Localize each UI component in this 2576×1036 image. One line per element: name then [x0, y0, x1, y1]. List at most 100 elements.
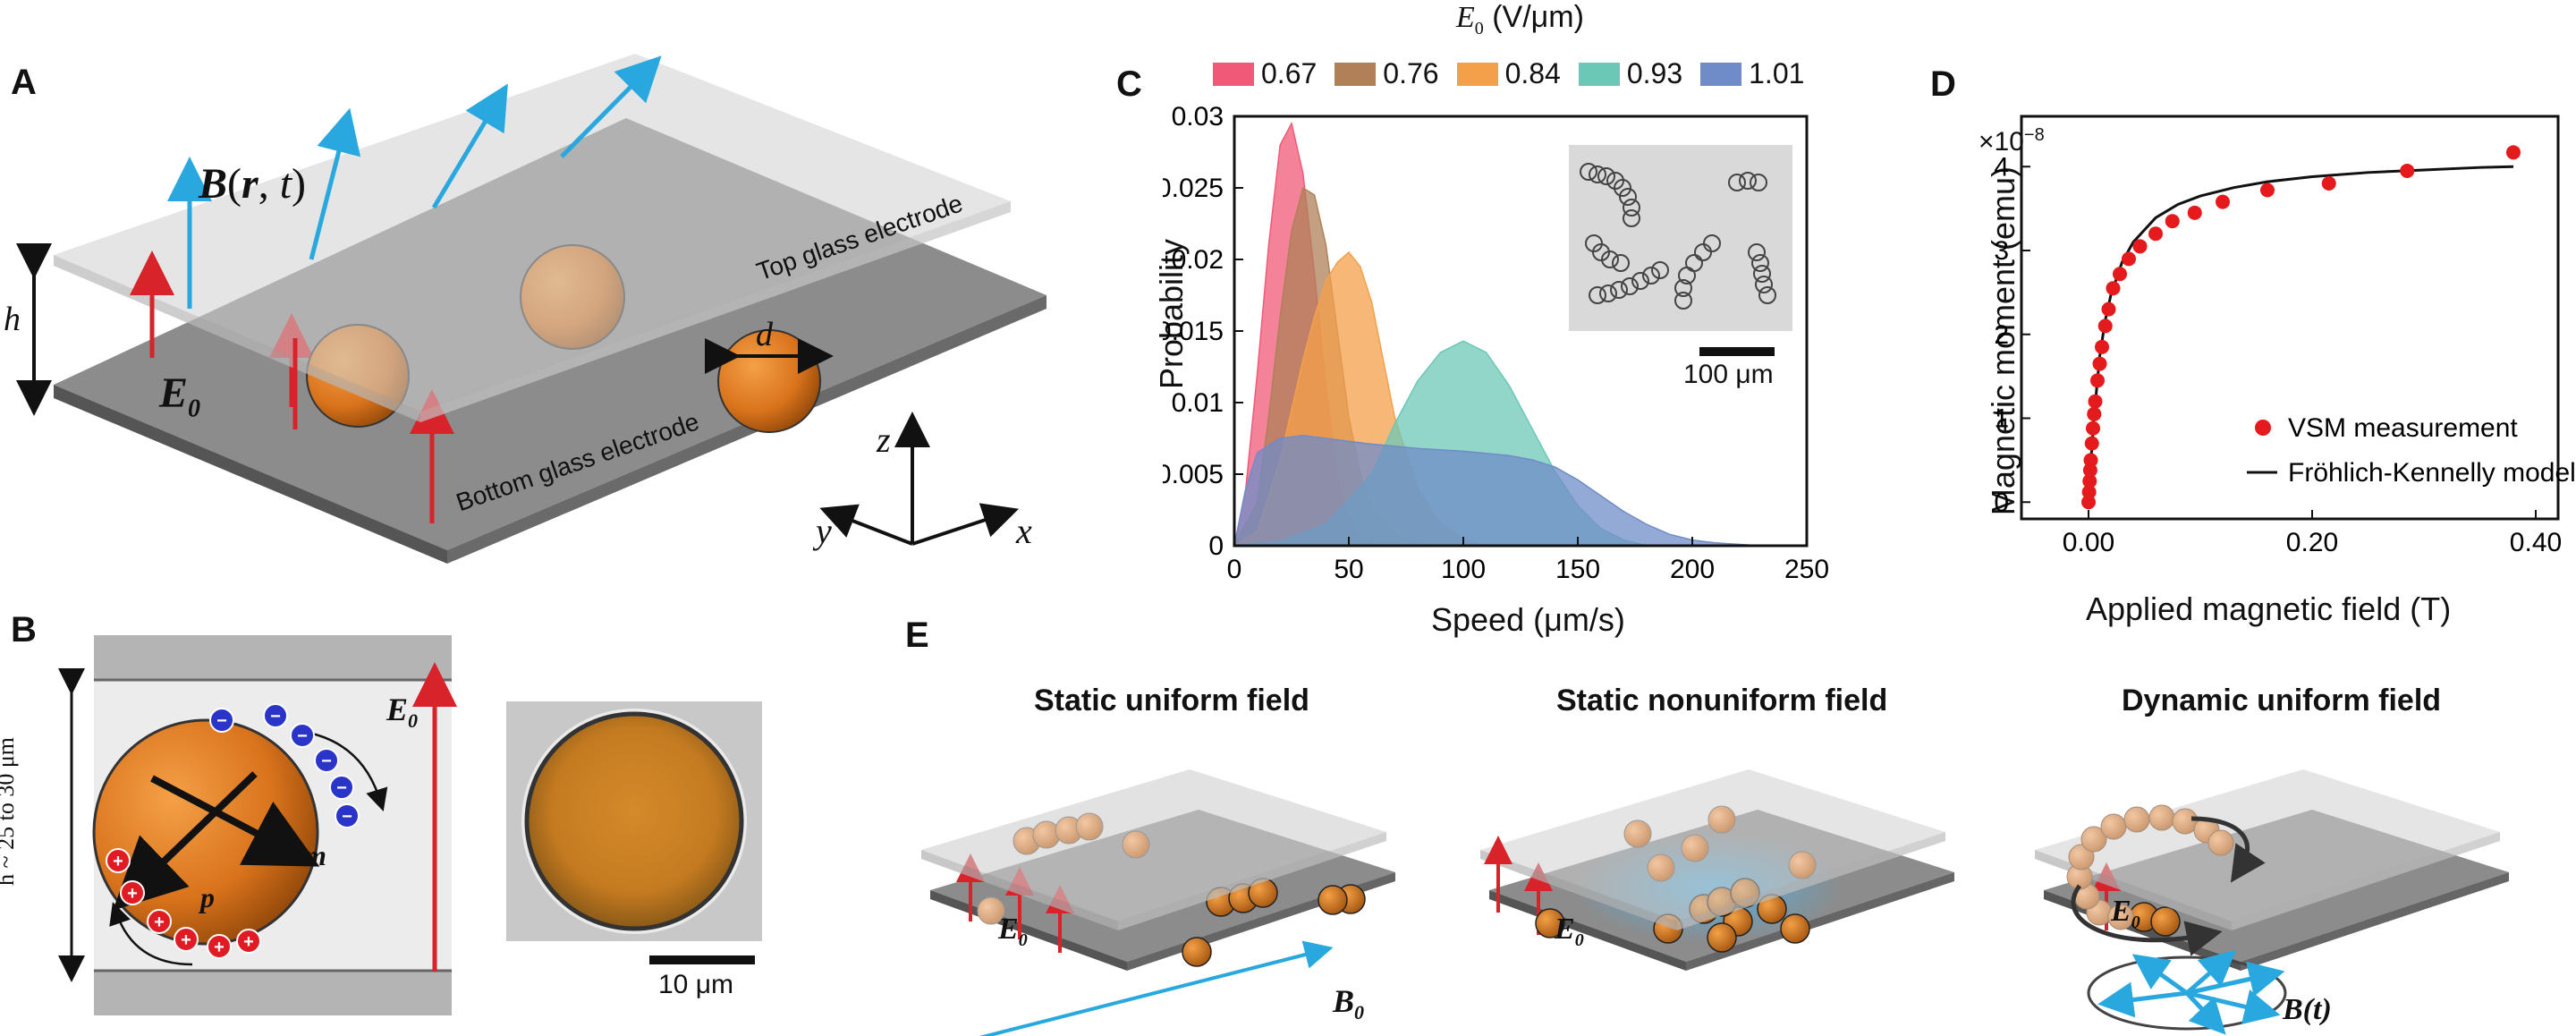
y-tick-label: 0.025	[1163, 174, 1224, 203]
e0-label-b: E0	[386, 692, 419, 733]
svg-text:−: −	[216, 711, 227, 731]
legend-label: 1.01	[1749, 57, 1805, 89]
legend-item-3: 0.93	[1578, 57, 1683, 90]
data-point	[2084, 436, 2099, 451]
plot-frame	[2020, 115, 2560, 521]
top-electrode	[54, 54, 1011, 412]
e0-label-a: E0	[159, 369, 201, 423]
panel-b-diagram: −−− −−− +++ +++	[58, 635, 457, 1015]
multiplier-d: ×10−8	[1979, 125, 2045, 157]
inset-scalebar-label: 100 μm	[1683, 360, 1774, 389]
panel-letter-e: E	[905, 616, 929, 655]
y-tick-label: 0.005	[1163, 460, 1224, 489]
y-tick-label: 3	[1994, 236, 2009, 266]
legend-item-2: 0.84	[1456, 57, 1561, 90]
data-point	[2113, 267, 2127, 282]
scalebar-label-b: 10 μm	[658, 970, 733, 999]
particle-micrograph	[506, 701, 762, 941]
data-point	[2082, 473, 2097, 488]
x-tick-label: 200	[1670, 555, 1715, 584]
panel-a-diagram	[16, 54, 1046, 564]
data-point	[2132, 239, 2148, 254]
svg-text:+: +	[214, 938, 225, 957]
svg-text:+: +	[113, 852, 123, 871]
axis-y-label: y	[816, 511, 832, 551]
b0-label: B0	[1333, 983, 1365, 1024]
scalebar-b	[649, 955, 755, 964]
m-label: m	[304, 839, 326, 871]
y-tick-label: 1	[1994, 404, 2009, 434]
legend-label: 0.76	[1383, 57, 1439, 89]
e-title-2: Static nonuniform field	[1556, 684, 1888, 718]
x-tick-label: 0.40	[2510, 528, 2562, 557]
svg-text:−: −	[321, 752, 332, 771]
svg-text:+: +	[181, 930, 191, 950]
legend-swatch	[1578, 62, 1620, 86]
field-label-b: B(r, t)	[199, 160, 307, 208]
data-point	[2106, 281, 2121, 296]
legend-label: 0.67	[1261, 57, 1318, 89]
height-label-b: h ~ 25 to 30 μm	[0, 737, 19, 886]
x-tick-label: 150	[1555, 555, 1600, 584]
data-point	[2400, 163, 2415, 178]
panel-letter-b: B	[11, 610, 37, 650]
legend-label: VSM measurement	[2288, 413, 2518, 443]
y-tick-label: 0	[1208, 531, 1224, 561]
legend-c: 0.67 0.76 0.84 0.93 1.01	[1213, 57, 1822, 90]
data-point	[2081, 485, 2097, 499]
data-point	[2122, 251, 2136, 267]
legend-title-c: E0 (V/μm)	[1456, 0, 1584, 38]
y-tick-label: 0.015	[1163, 317, 1224, 346]
svg-text:+: +	[243, 932, 254, 952]
y-tick-label: 0.03	[1172, 102, 1224, 132]
legend-item-0: 0.67	[1213, 57, 1317, 90]
y-tick-label: 4	[1994, 152, 2009, 182]
y-tick-label: 2	[1994, 320, 2009, 350]
data-point	[2260, 183, 2275, 198]
data-point	[2097, 318, 2113, 334]
data-point	[2095, 339, 2109, 354]
scene-dynamic-uniform	[2035, 769, 2509, 1035]
data-point	[2187, 205, 2202, 220]
svg-text:+: +	[127, 884, 138, 904]
y-tick-label: 0.01	[1172, 388, 1224, 418]
x-tick-label: 250	[1784, 555, 1829, 584]
inset-micrograph	[1569, 145, 1792, 331]
legend-swatch	[1700, 62, 1742, 86]
svg-text:−: −	[297, 726, 308, 746]
x-tick-label: 0.20	[2286, 528, 2338, 557]
svg-text:−: −	[336, 778, 347, 798]
axis-x-label: x	[1016, 511, 1032, 551]
scene-static-uniform	[921, 769, 1395, 1036]
p-label: p	[200, 881, 215, 913]
series-area-1.01	[1233, 435, 1761, 547]
data-point	[2088, 394, 2103, 409]
data-point	[2148, 226, 2163, 242]
bt-label: B(t)	[2283, 993, 2332, 1026]
e0-label-e2: E0	[1555, 913, 1584, 950]
y-tick-label: 0.02	[1172, 245, 1224, 275]
legend-label: 0.84	[1504, 57, 1561, 89]
data-point	[2506, 145, 2521, 160]
panel-letter-a: A	[11, 63, 37, 102]
svg-text:−: −	[342, 807, 352, 827]
svg-text:−: −	[270, 707, 281, 726]
d-label: d	[756, 316, 773, 353]
legend-swatch	[1335, 62, 1377, 86]
x-tick-label: 100	[1441, 555, 1486, 584]
y-tick-label: 0	[1994, 488, 2009, 517]
panel-letter-d: D	[1930, 64, 1956, 104]
legend-swatch	[1456, 62, 1498, 86]
legend-item-1: 0.76	[1335, 57, 1439, 90]
x-tick-label: 0	[1227, 555, 1242, 584]
model-line	[2087, 165, 2514, 503]
data-point	[2165, 214, 2180, 229]
e-title-3: Dynamic uniform field	[2122, 684, 2442, 718]
e0-label-e3: E0	[2111, 895, 2140, 932]
data-point	[2321, 176, 2336, 191]
legend-label: 0.93	[1626, 57, 1683, 89]
data-point	[2092, 356, 2107, 371]
e-title-1: Static uniform field	[1034, 684, 1309, 718]
xlabel-c: Speed (μm/s)	[1431, 601, 1625, 638]
